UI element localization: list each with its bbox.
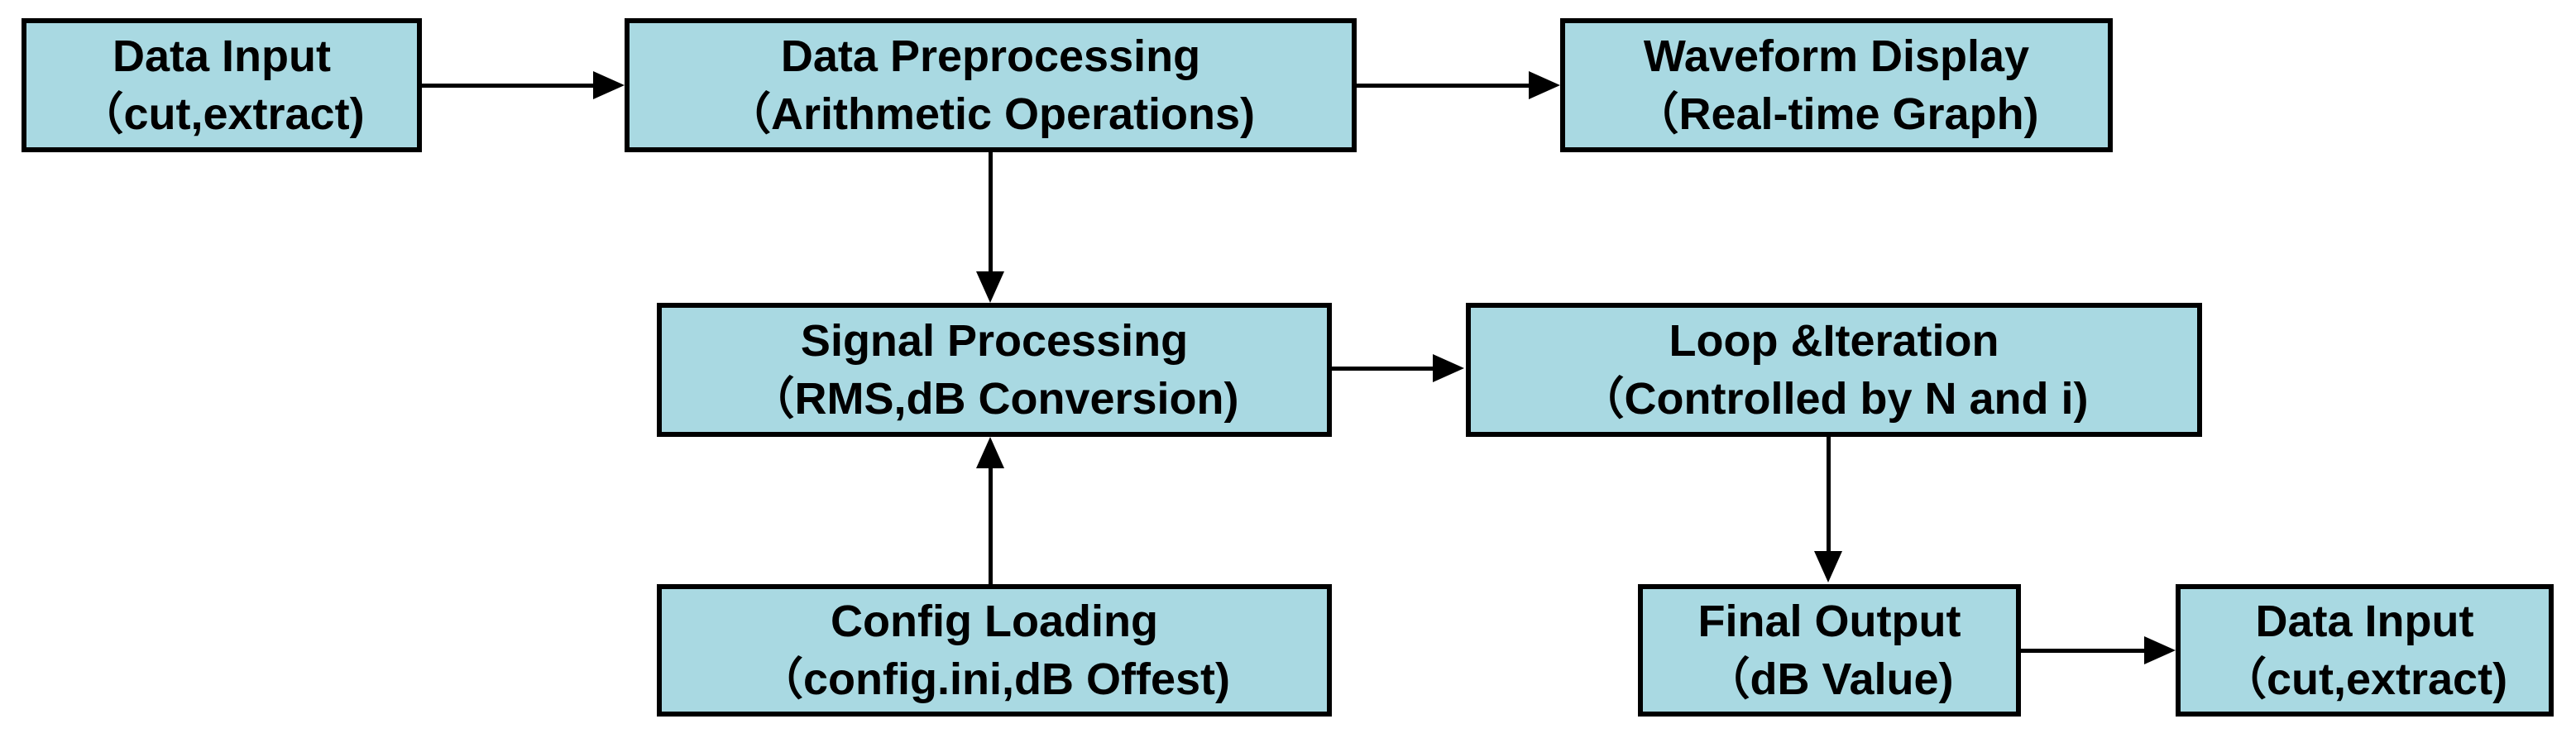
- arrow-loop-iteration-to-final-output-line: [1827, 437, 1831, 553]
- arrow-data-preprocessing-to-signal-processing-line: [989, 152, 993, 271]
- node-loop-iteration: Loop &Iteration （Controlled by N and i): [1466, 303, 2202, 437]
- node-data-input-2: Data Input （cut,extract): [2176, 584, 2554, 717]
- node-subtitle: （cut,extract): [79, 89, 365, 139]
- node-title: Data Input: [113, 31, 331, 81]
- node-title: Final Output: [1697, 597, 1961, 646]
- node-title: Data Input: [2255, 597, 2474, 646]
- arrow-data-input-to-data-preprocessing-line: [422, 84, 595, 88]
- node-subtitle: （Controlled by N and i): [1579, 374, 2089, 424]
- node-title: Loop &Iteration: [1669, 316, 1999, 366]
- arrow-down-icon: [976, 271, 1004, 303]
- node-title: Config Loading: [831, 597, 1158, 646]
- arrow-right-icon: [1433, 354, 1464, 382]
- node-title: Waveform Display: [1643, 31, 2030, 81]
- arrow-right-icon: [593, 71, 625, 99]
- node-data-input: Data Input （cut,extract): [22, 18, 422, 152]
- arrow-data-preprocessing-to-waveform-display-line: [1357, 84, 1529, 88]
- node-final-output: Final Output （dB Value): [1638, 584, 2021, 717]
- arrow-config-loading-to-signal-processing-line: [989, 467, 993, 584]
- node-subtitle: （RMS,dB Conversion): [749, 374, 1239, 424]
- arrow-right-icon: [1529, 71, 1560, 99]
- arrow-up-icon: [976, 437, 1004, 468]
- node-waveform-display: Waveform Display （Real-time Graph): [1560, 18, 2113, 152]
- node-subtitle: （Real-time Graph): [1634, 89, 2039, 139]
- node-title: Data Preprocessing: [780, 31, 1201, 81]
- node-data-preprocessing: Data Preprocessing （Arithmetic Operation…: [625, 18, 1357, 152]
- arrow-down-icon: [1814, 551, 1842, 582]
- node-config-loading: Config Loading （config.ini,dB Offest): [657, 584, 1332, 717]
- arrow-right-icon: [2144, 636, 2176, 664]
- node-subtitle: （dB Value): [1705, 654, 1954, 704]
- node-subtitle: （cut,extract): [2221, 654, 2508, 704]
- arrow-final-output-to-data-input-2-line: [2021, 649, 2146, 653]
- arrow-signal-processing-to-loop-iteration-line: [1332, 367, 1433, 371]
- node-subtitle: （Arithmetic Operations): [725, 89, 1256, 139]
- node-signal-processing: Signal Processing （RMS,dB Conversion): [657, 303, 1332, 437]
- node-subtitle: （config.ini,dB Offest): [759, 654, 1230, 704]
- node-title: Signal Processing: [800, 316, 1189, 366]
